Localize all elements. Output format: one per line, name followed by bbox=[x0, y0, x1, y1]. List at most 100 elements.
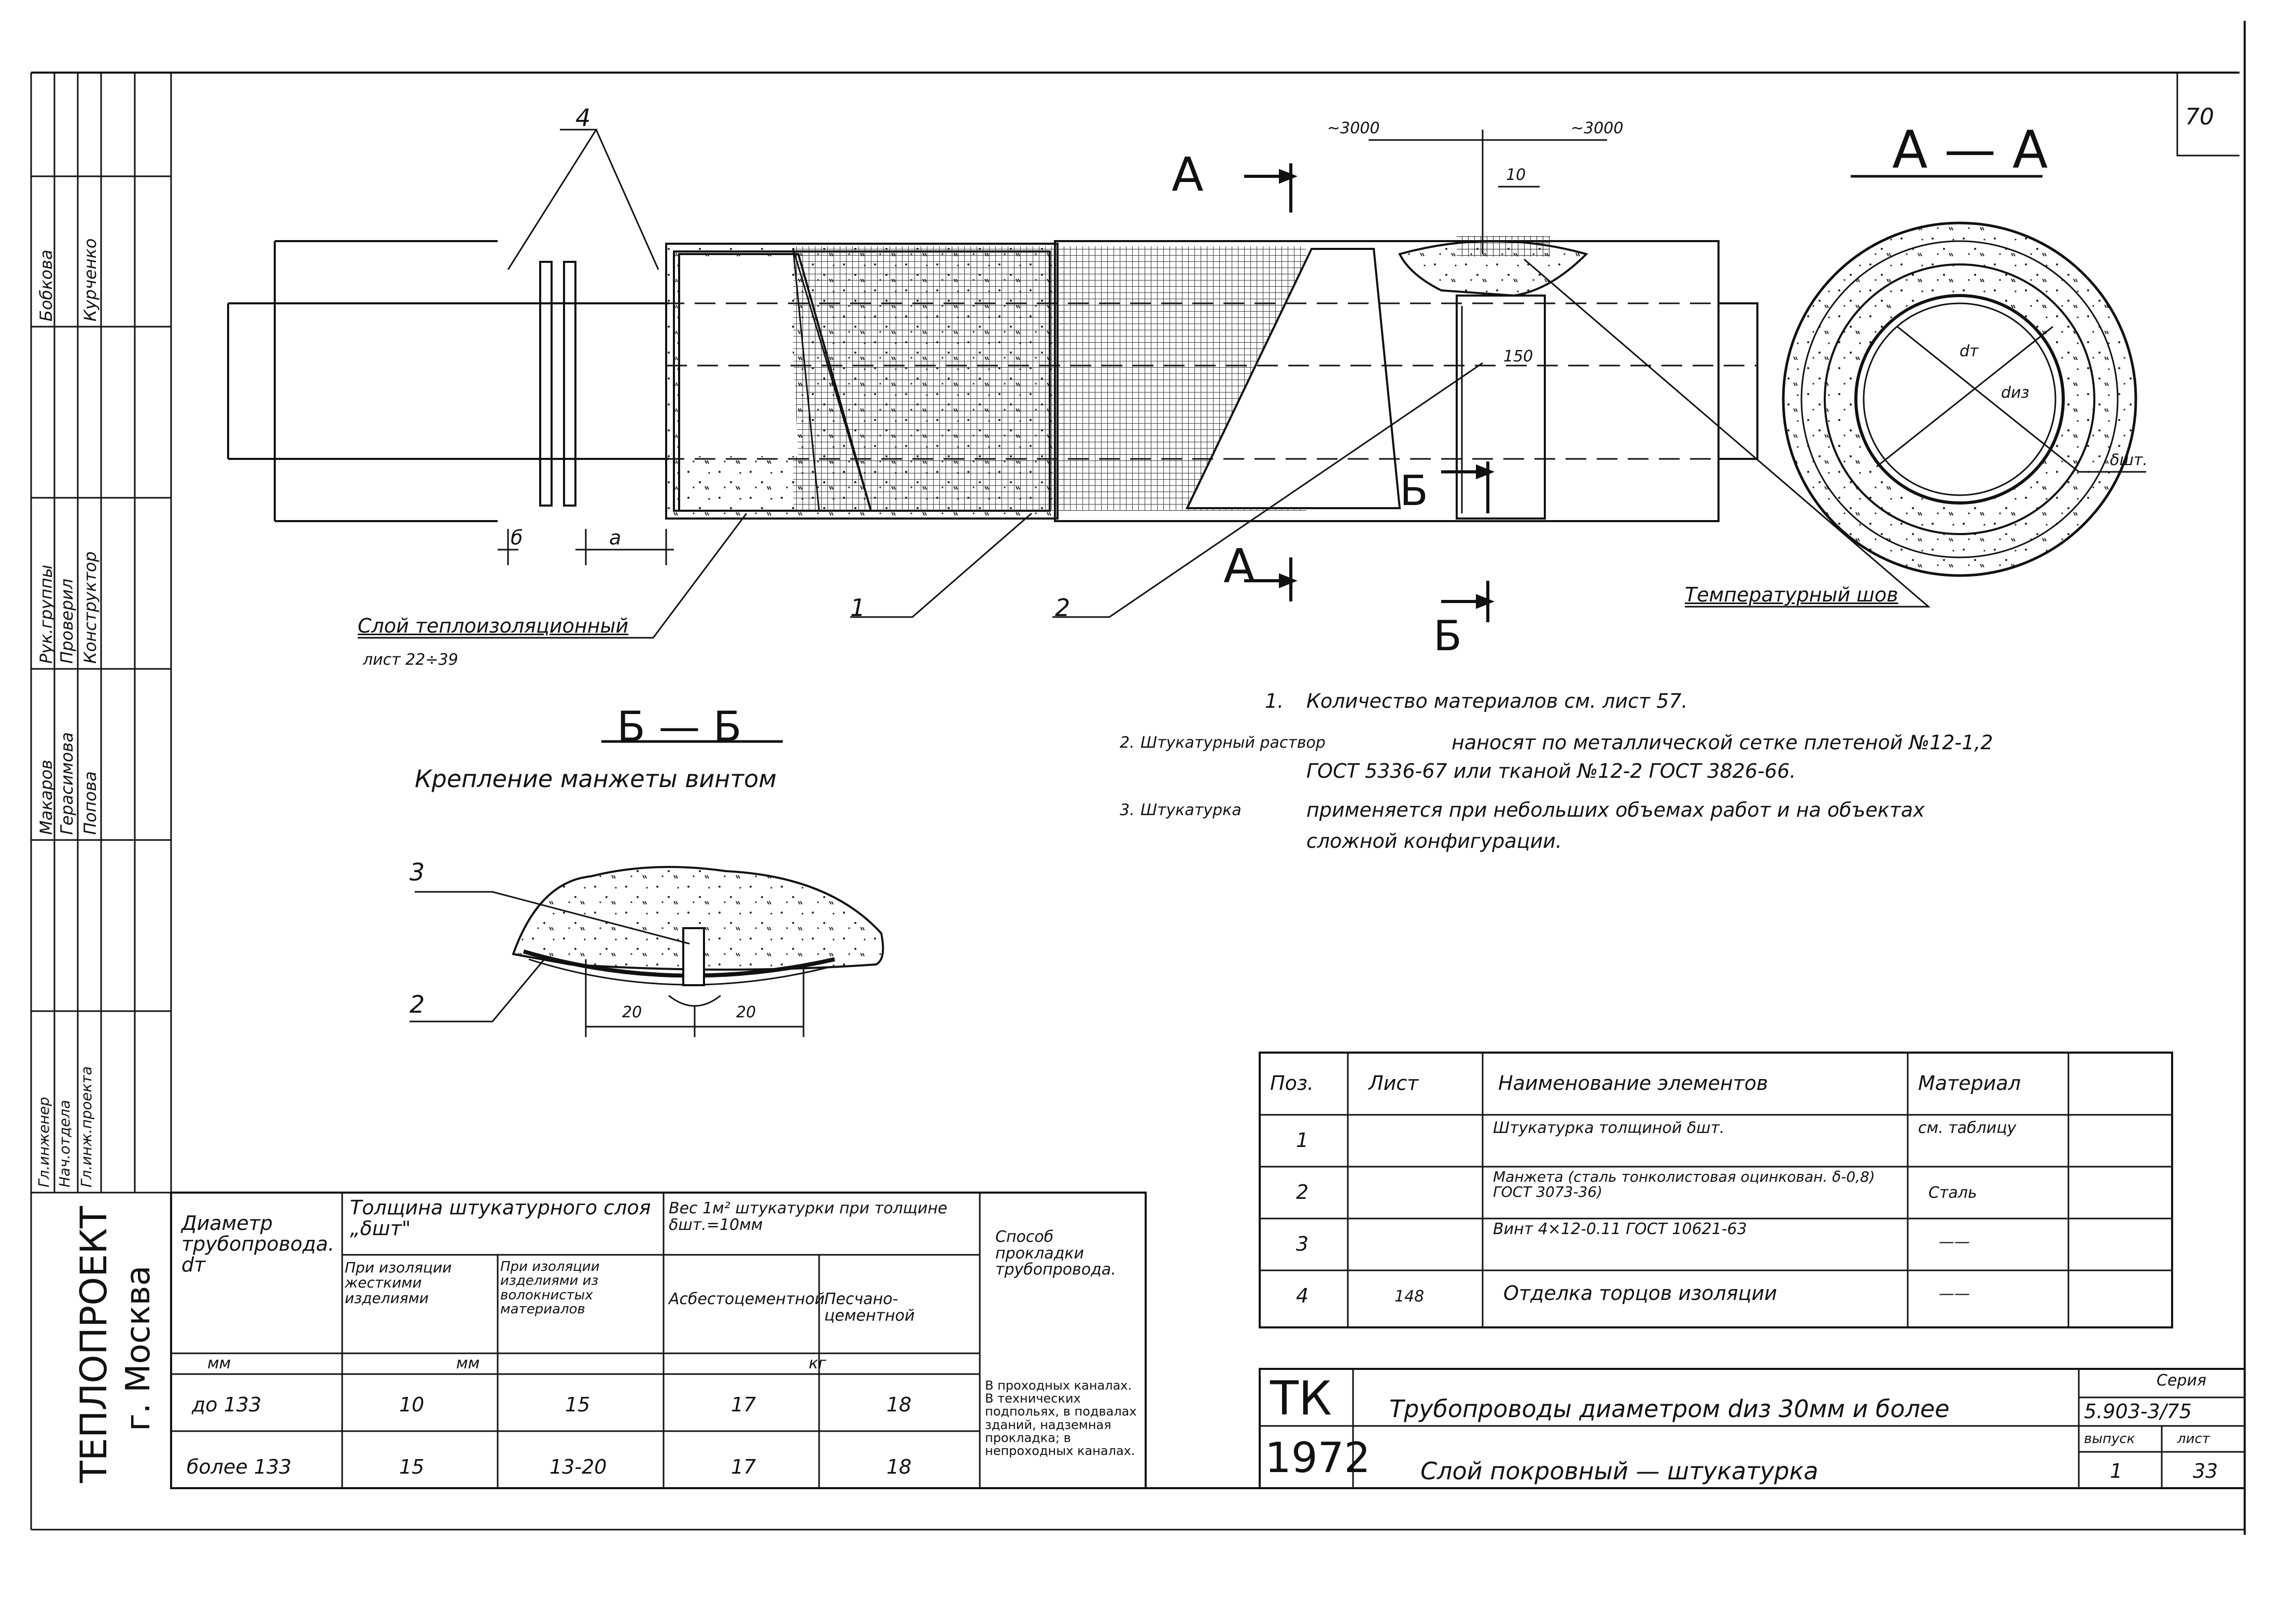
insulation-sheet: лист 22÷39 bbox=[363, 651, 458, 669]
section-mark-a-top: А bbox=[1172, 148, 1204, 202]
data-row-b: 13-20 bbox=[550, 1455, 607, 1478]
series-label: Серия bbox=[2157, 1371, 2206, 1390]
spec-row-material: см. таблицу bbox=[1918, 1119, 2017, 1137]
section-mark-a-bottom: А bbox=[1223, 539, 1256, 594]
org-name: ТЕПЛОПРОЕКТ bbox=[73, 1206, 115, 1483]
stamp-role: Рук.группы bbox=[36, 565, 56, 664]
dim-10: 10 bbox=[1506, 166, 1526, 184]
callout-4: 4 bbox=[575, 104, 591, 132]
series-value: 5.903-3/75 bbox=[2084, 1400, 2192, 1423]
label-dt: dт bbox=[1960, 342, 1979, 360]
section-bb-subtitle: Крепление манжеты винтом bbox=[415, 765, 777, 793]
data-row-a: 15 bbox=[399, 1455, 425, 1478]
unit-mm: мм bbox=[207, 1354, 231, 1373]
spec-row-name: Винт 4×12-0.11 ГОСТ 10621-63 bbox=[1493, 1220, 1747, 1238]
issue-label: выпуск bbox=[2084, 1431, 2135, 1447]
callout-2: 2 bbox=[1055, 594, 1070, 622]
logo-bottom: 1972 bbox=[1265, 1434, 1371, 1482]
spec-row-name: Штукатурка толщиной δшт. bbox=[1493, 1119, 1725, 1137]
stamp-name: Герасимова bbox=[57, 732, 77, 835]
data-row-w2: 18 bbox=[886, 1393, 912, 1416]
data-row-w1: 17 bbox=[731, 1455, 756, 1478]
spec-row-pos: 2 bbox=[1296, 1181, 1309, 1203]
bb-dim-20-right: 20 bbox=[736, 1003, 756, 1021]
note-1-num: 1. bbox=[1265, 690, 1284, 712]
sheet-number: 70 bbox=[2185, 104, 2214, 130]
sheet-value: 33 bbox=[2193, 1460, 2218, 1482]
data-row-w1: 17 bbox=[731, 1393, 756, 1416]
issue-value: 1 bbox=[2110, 1460, 2123, 1482]
data-method-text: В проходных каналах. В технических подпо… bbox=[985, 1378, 1137, 1458]
data-row-a: 10 bbox=[399, 1393, 425, 1416]
unit-kg: кг bbox=[809, 1354, 826, 1373]
spec-row-pos: 1 bbox=[1296, 1129, 1309, 1152]
note-3-line1: применяется при небольших объемах работ … bbox=[1306, 799, 1925, 821]
title-line-2: Слой покровный — штукатурка bbox=[1420, 1457, 1819, 1485]
stamp-name: Курченко bbox=[80, 238, 100, 321]
stamp-role: Нач.отдела bbox=[56, 1100, 73, 1187]
note-3-lead: Штукатурка bbox=[1140, 801, 1242, 819]
data-header-thick-a: При изоляции жесткими изделиями bbox=[345, 1259, 452, 1307]
stamp-name: Бобкова bbox=[36, 249, 56, 321]
note-3-num: 3. bbox=[1120, 801, 1135, 819]
spec-header-pos: Поз. bbox=[1270, 1072, 1314, 1095]
stamp-name: Макаров bbox=[36, 760, 56, 835]
dim-3000-right: ~3000 bbox=[1571, 119, 1624, 137]
data-header-weight: Вес 1м² штукатурки при толщине δшт.=10мм bbox=[669, 1199, 948, 1234]
note-3-line2: сложной конфигурации. bbox=[1306, 830, 1562, 852]
unit-mm: мм bbox=[456, 1354, 480, 1373]
spec-row-pos: 4 bbox=[1296, 1284, 1309, 1307]
spec-header-material: Материал bbox=[1918, 1072, 2021, 1095]
dim-a: а bbox=[609, 526, 622, 549]
section-aa-title: А — А bbox=[1892, 119, 2048, 180]
bb-callout-2: 2 bbox=[410, 990, 425, 1018]
section-bb-title: Б — Б bbox=[617, 703, 742, 751]
callout-1: 1 bbox=[850, 594, 866, 622]
spec-row-material: —— bbox=[1939, 1233, 1970, 1251]
data-header-diam: Диаметр трубопровода. dт bbox=[181, 1212, 334, 1276]
spec-row-material: —— bbox=[1939, 1285, 1970, 1303]
data-row-diam: более 133 bbox=[187, 1455, 292, 1478]
stamp-role: Конструктор bbox=[80, 551, 100, 664]
stamp-role: Гл.инженер bbox=[35, 1097, 52, 1187]
insulation-label: Слой теплоизоляционный bbox=[358, 614, 629, 637]
title-line-1: Трубопроводы диаметром dиз 30мм и более bbox=[1389, 1395, 1950, 1423]
org-city: г. Москва bbox=[119, 1265, 158, 1431]
bb-callout-3: 3 bbox=[410, 858, 425, 886]
spec-row-name: Отделка торцов изоляции bbox=[1503, 1282, 1777, 1305]
bb-dim-20-left: 20 bbox=[622, 1003, 642, 1021]
stamp-name: Попова bbox=[80, 771, 100, 835]
spec-row-material: Сталь bbox=[1928, 1184, 1977, 1202]
logo-top: ТК bbox=[1270, 1371, 1332, 1426]
note-1-text: Количество материалов см. лист 57. bbox=[1306, 690, 1688, 712]
spec-header-name: Наименование элементов bbox=[1498, 1072, 1768, 1095]
note-2-line1: наносят по металлической сетке плетеной … bbox=[1452, 731, 1993, 754]
data-row-diam: до 133 bbox=[192, 1393, 262, 1416]
sheet-label: лист bbox=[2177, 1431, 2210, 1447]
label-delta: δшт. bbox=[2110, 451, 2148, 469]
stamp-role: Гл.инж.проекта bbox=[78, 1066, 95, 1187]
dim-b: б bbox=[511, 526, 523, 549]
spec-header-sheet: Лист bbox=[1369, 1072, 1419, 1095]
dim-3000-left: ~3000 bbox=[1327, 119, 1380, 137]
data-header-method: Способ прокладки трубопровода. bbox=[995, 1228, 1116, 1279]
section-mark-b-side: Б bbox=[1400, 467, 1428, 515]
dim-150: 150 bbox=[1503, 347, 1533, 366]
data-row-b: 15 bbox=[565, 1393, 590, 1416]
data-row-w2: 18 bbox=[886, 1455, 912, 1478]
label-diz: dиз bbox=[2001, 384, 2030, 402]
note-2-num: 2. bbox=[1120, 734, 1135, 752]
data-header-weight-a: Асбестоцементной bbox=[669, 1290, 825, 1308]
temperature-seam-label: Температурный шов bbox=[1685, 583, 1898, 606]
note-2-lead: Штукатурный раствор bbox=[1140, 734, 1326, 752]
stamp-role: Проверил bbox=[57, 578, 77, 664]
data-header-thick: Толщина штукатурного слоя „δшт" bbox=[350, 1196, 651, 1240]
data-header-weight-b: Песчано-цементной bbox=[824, 1290, 915, 1325]
note-2-line2: ГОСТ 5336-67 или тканой №12-2 ГОСТ 3826-… bbox=[1306, 760, 1796, 782]
spec-row-name: Манжета (сталь тонколистовая оцинкован. … bbox=[1493, 1168, 1875, 1201]
spec-row-pos: 3 bbox=[1296, 1233, 1309, 1255]
section-mark-b-bottom: Б bbox=[1433, 612, 1462, 660]
data-header-thick-b: При изоляции изделиями из волокнистых ма… bbox=[500, 1259, 600, 1317]
